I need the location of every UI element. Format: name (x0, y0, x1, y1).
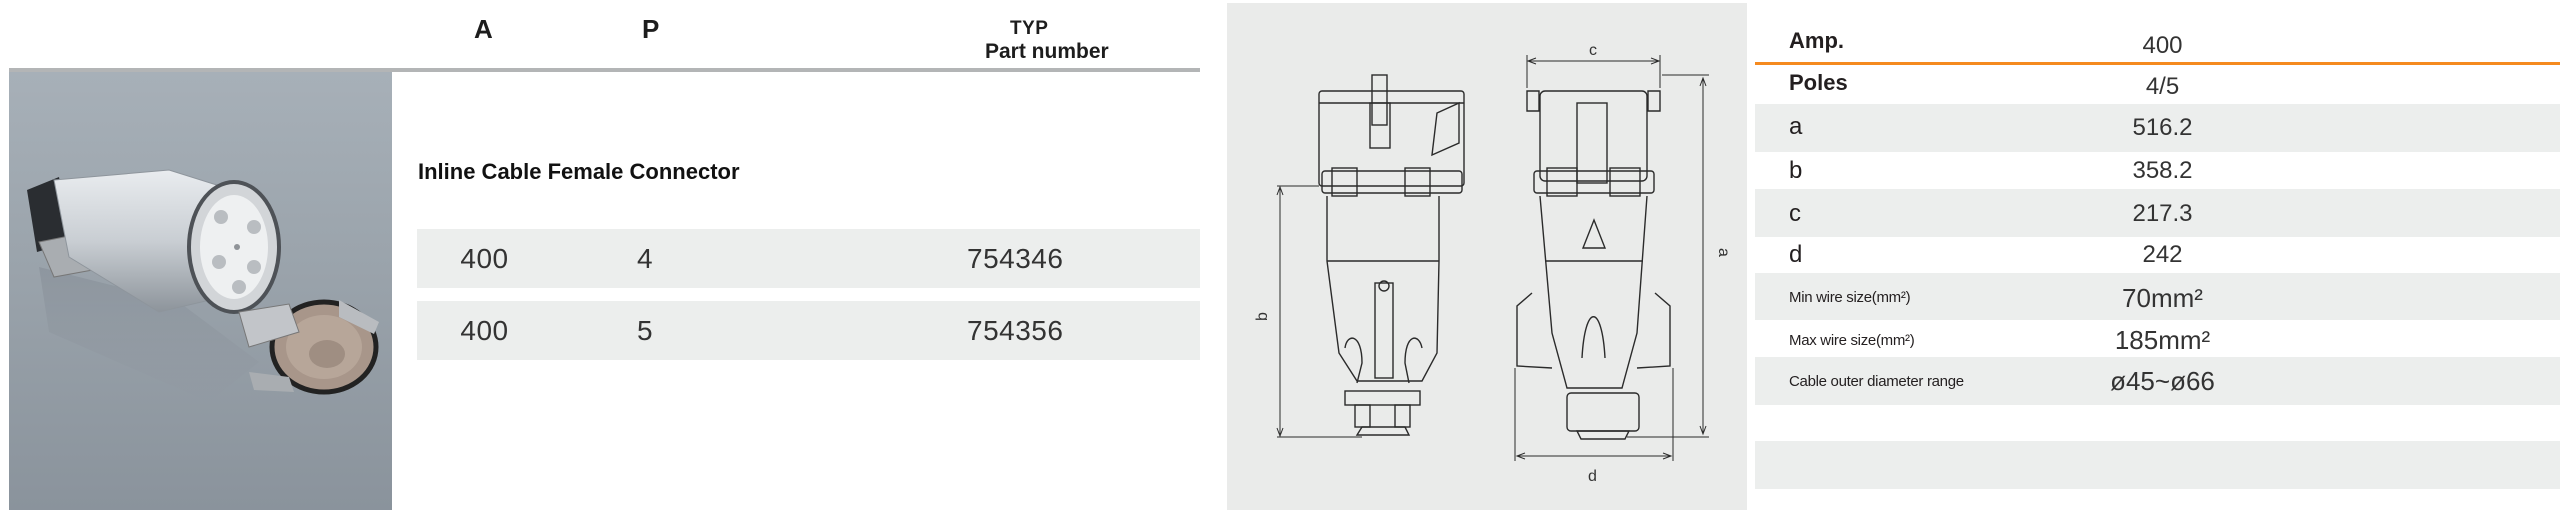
row-poles: 5 (637, 315, 654, 346)
side-view (1318, 74, 1465, 436)
connector-drawing-icon: b c a (1254, 42, 1732, 485)
row-part-number: 754346 (967, 243, 1064, 274)
dimension-label-a: a (1715, 248, 1732, 257)
dimension-drawing: b c a (1227, 3, 1747, 510)
spec-label: Poles (1789, 70, 1848, 95)
spec-label: c (1789, 200, 1801, 227)
row-amps: 400 (460, 243, 509, 274)
spec-label: Min wire size(mm²) (1789, 289, 1911, 306)
spec-row-c: c 217.3 (1755, 189, 2560, 237)
column-header-poles: P (642, 14, 660, 44)
section-title: Inline Cable Female Connector (418, 159, 740, 184)
spec-row-b: b 358.2 (1755, 152, 2560, 189)
spec-value: 358.2 (2132, 157, 2193, 184)
table-row: 400 4 754346 (417, 229, 1200, 288)
spec-label: Max wire size(mm²) (1789, 332, 1915, 349)
row-poles: 4 (637, 243, 654, 274)
spec-value: 185mm² (2114, 325, 2211, 355)
spec-label: d (1789, 241, 1803, 268)
spec-row-max-wire: Max wire size(mm²) 185mm² (1755, 320, 2560, 357)
product-image (9, 72, 392, 510)
column-header-typ: TYP (1010, 18, 1049, 39)
spec-value: 70mm² (2122, 283, 2203, 313)
spec-table: Amp. 400 Poles 4/5 a 516.2 b 358.2 c 217… (1755, 0, 2560, 510)
table-row: 400 5 754356 (417, 301, 1200, 360)
row-amps: 400 (460, 315, 509, 346)
header-divider (9, 68, 1200, 72)
spec-row-amps: Amp. 400 (1755, 22, 2560, 62)
spec-label: a (1789, 113, 1803, 140)
spec-row-empty (1755, 441, 2560, 489)
spec-value: 242 (2142, 241, 2183, 268)
spec-value: ø45~ø66 (2110, 366, 2215, 396)
spec-value: 217.3 (2132, 200, 2193, 227)
spec-header-divider (1755, 62, 2560, 65)
dimension-label-b: b (1254, 312, 1271, 321)
spec-row-poles: Poles 4/5 (1755, 65, 2560, 104)
spec-label: Cable outer diameter range (1789, 373, 1964, 390)
dimension-label-c: c (1589, 42, 1597, 59)
spec-row-empty (1755, 405, 2560, 441)
spec-row-d: d 242 (1755, 237, 2560, 273)
front-view (1516, 90, 1671, 440)
spec-label: b (1789, 157, 1803, 184)
spec-value: 400 (2142, 32, 2183, 59)
column-header-amps: A (474, 14, 493, 44)
spec-row-cable-diameter: Cable outer diameter range ø45~ø66 (1755, 357, 2560, 405)
spec-label: Amp. (1789, 28, 1844, 53)
connector-photo-icon (27, 169, 379, 402)
row-part-number: 754356 (967, 315, 1064, 346)
spec-row-a: a 516.2 (1755, 104, 2560, 152)
spec-value: 4/5 (2145, 73, 2180, 100)
column-header-part-number: Part number (985, 40, 1109, 63)
dimension-label-d: d (1588, 468, 1597, 485)
spec-value: 516.2 (2132, 114, 2193, 141)
spec-row-min-wire: Min wire size(mm²) 70mm² (1755, 273, 2560, 320)
